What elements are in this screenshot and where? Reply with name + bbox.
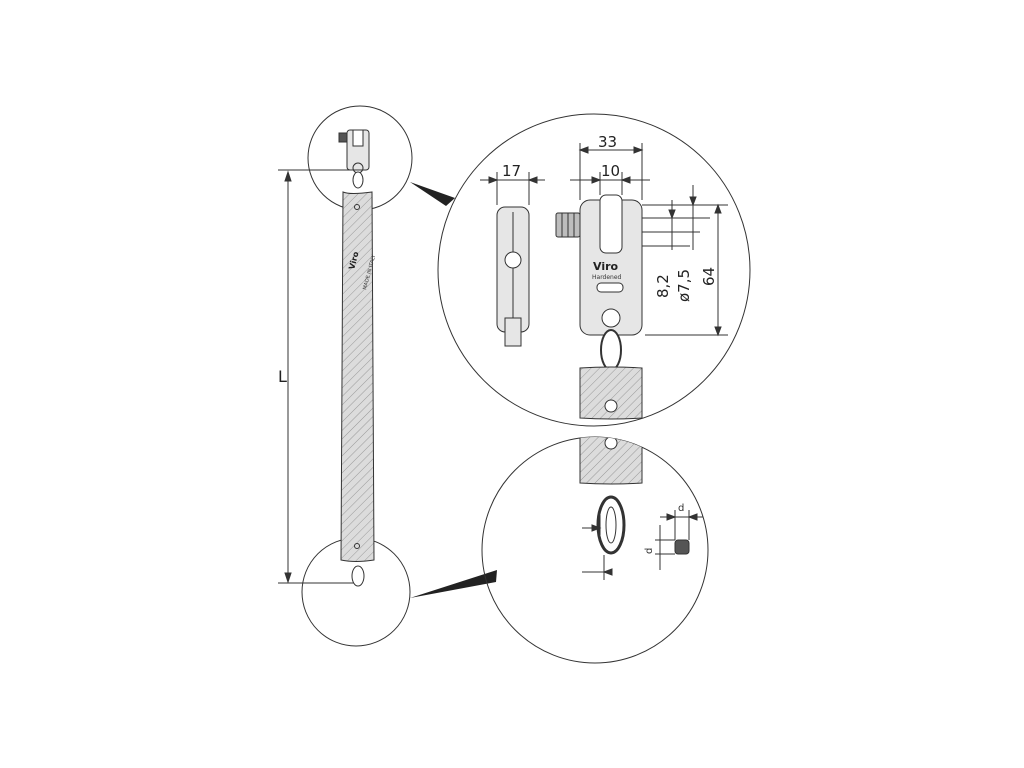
dimension-wire-d2-label: d bbox=[644, 548, 655, 554]
dimension-pin-a-label: 8,2 bbox=[654, 274, 672, 298]
dimension-slot-label: 10 bbox=[601, 162, 620, 180]
detail-bottom bbox=[481, 436, 709, 664]
leader-lines bbox=[410, 182, 497, 598]
dimension-height-label: 64 bbox=[700, 267, 718, 286]
dimension-wire-d-label: d bbox=[678, 503, 684, 514]
dimension-length-label: L bbox=[278, 367, 287, 386]
detail-top bbox=[437, 113, 751, 427]
brand-sub-label: Hardened bbox=[592, 274, 622, 281]
brand-name-label: Viro bbox=[593, 260, 619, 273]
dimension-pin-b-label: ø7,5 bbox=[675, 269, 693, 302]
chain-overview bbox=[278, 105, 413, 647]
dimension-side-label: 17 bbox=[502, 162, 521, 180]
dimension-width-label: 33 bbox=[598, 133, 617, 151]
